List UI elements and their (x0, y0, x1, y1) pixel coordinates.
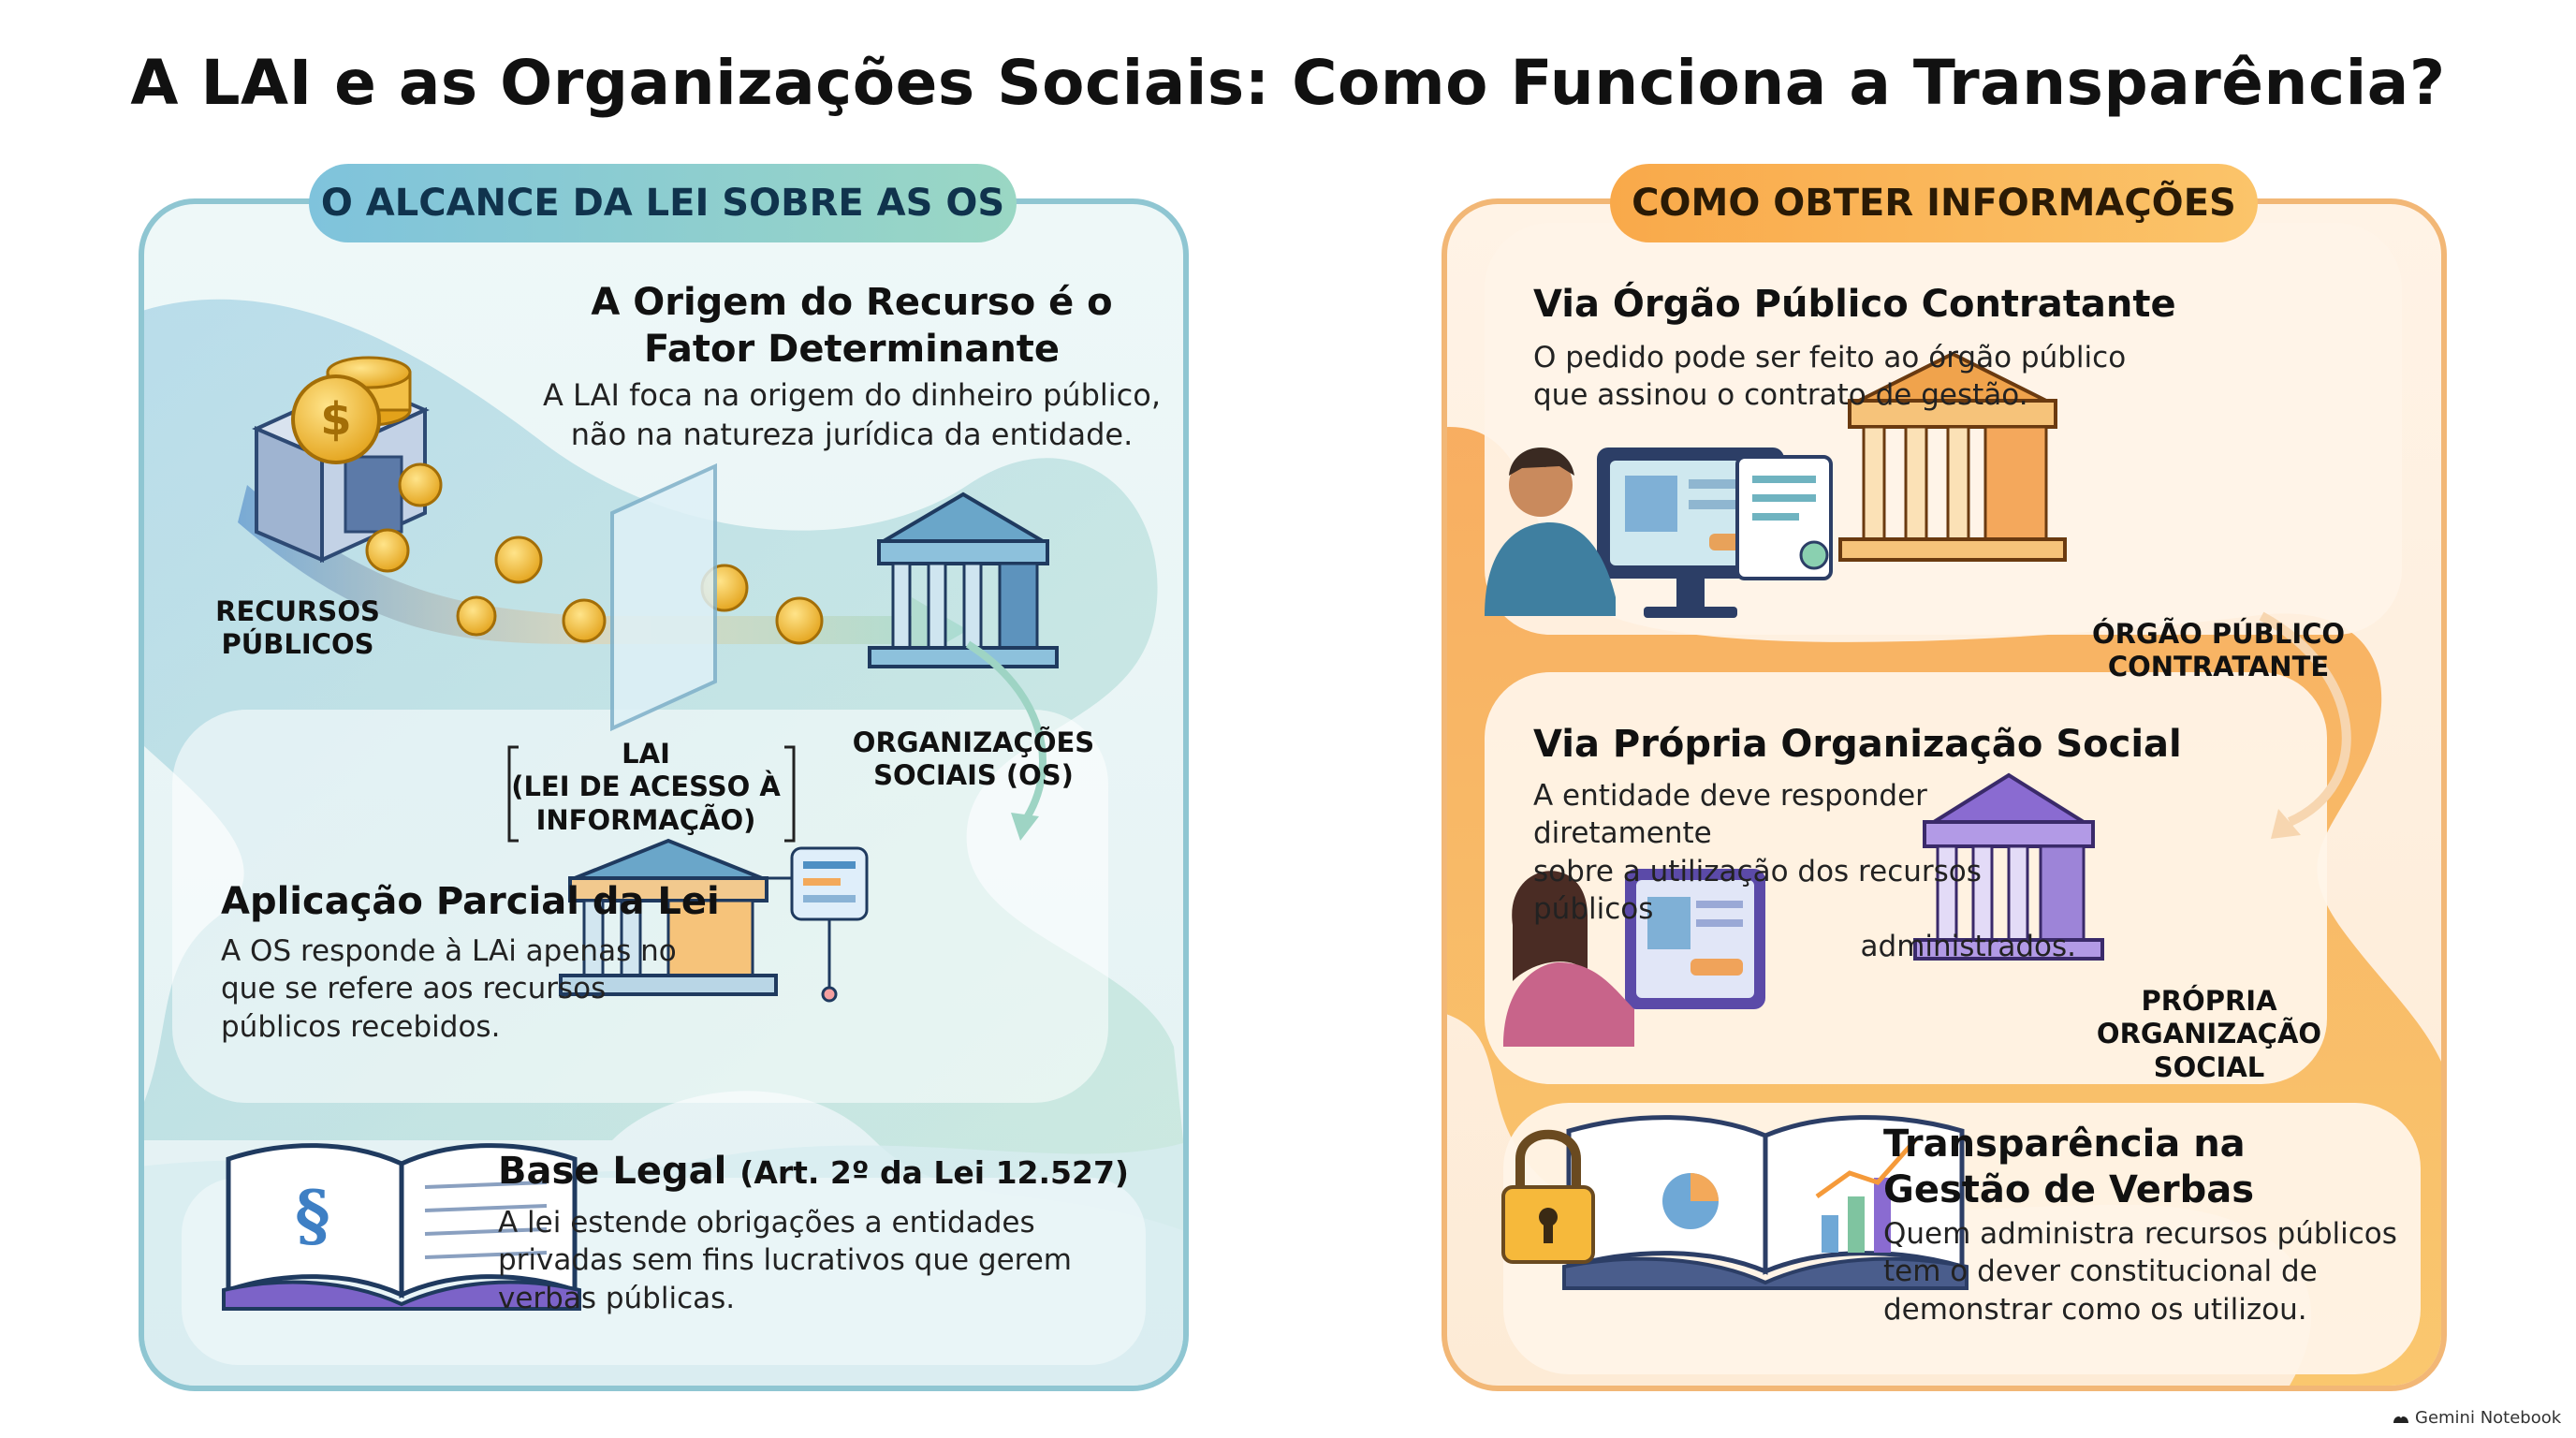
propria-os-building-icon (1913, 772, 2104, 961)
law-book-icon: § (222, 1143, 581, 1311)
propria-os-title: Via Própria Organização Social (1533, 723, 2182, 766)
svg-text:§: § (295, 1175, 330, 1255)
label-lai: LAI (LEI DE ACESSO À INFORMAÇÃO) (511, 738, 781, 836)
left-panel: $ (139, 198, 1189, 1391)
partial-title: Aplicação Parcial da Lei (221, 880, 720, 923)
contract-document-icon (1735, 455, 1833, 580)
transparencia-description: Quem administra recursos públicos tem o … (1883, 1217, 2397, 1327)
label-recursos-publicos: RECURSOS PÚBLICOS (215, 595, 380, 661)
page-title: A LAI e as Organizações Sociais: Como Fu… (130, 47, 2446, 119)
orgao-title: Via Órgão Público Contratante (1533, 283, 2176, 326)
propria-os-description: A entidade deve responder diretamente so… (1533, 779, 2076, 964)
svg-text:$: $ (320, 393, 351, 446)
label-orgao-publico: ÓRGÃO PÚBLICO CONTRATANTE (2091, 618, 2346, 683)
os-building-icon (868, 492, 1059, 668)
flying-coins-icon (365, 462, 824, 645)
watermark: Gemini Notebook (2393, 1408, 2570, 1428)
base-legal-description: A lei estende obrigações a entidades pri… (498, 1206, 1072, 1315)
transparency-book-icon (1562, 1115, 1969, 1290)
document-card-icon (790, 846, 869, 921)
woman-computer-icon (1503, 869, 1765, 1047)
notebook-logo-icon (2393, 1416, 2408, 1423)
label-organizacoes-sociais: ORGANIZAÇÕES SOCIAIS (OS) (852, 726, 1095, 792)
label-propria-os: PRÓPRIA ORGANIZAÇÃO SOCIAL (2096, 985, 2322, 1083)
partial-building-icon (559, 838, 778, 996)
orgao-description: O pedido pode ser feito ao órgão público… (1533, 341, 2127, 413)
partial-description: A OS responde à LAi apenas no que se ref… (221, 934, 677, 1044)
orgao-building-icon (1838, 351, 2067, 562)
left-section-pill: O ALCANCE DA LEI SOBRE AS OS (309, 164, 1017, 242)
padlock-icon (1501, 1129, 1595, 1264)
left-panel-art: $ (144, 299, 1183, 1386)
right-section-pill: COMO OBTER INFORMAÇÕES (1610, 164, 2258, 242)
lai-filter-icon (610, 462, 717, 732)
right-panel-art (1447, 223, 2441, 1386)
origin-title: A Origem do Recurso é o Fator Determinan… (591, 281, 1113, 371)
transparencia-title: Transparência na Gestão de Verbas (1883, 1123, 2255, 1211)
coin-stack-icon: $ (291, 356, 412, 464)
origin-description: A LAI foca na origem do dinheiro público… (542, 377, 1161, 452)
base-legal-title: Base Legal (Art. 2º da Lei 12.527) (498, 1150, 1130, 1193)
